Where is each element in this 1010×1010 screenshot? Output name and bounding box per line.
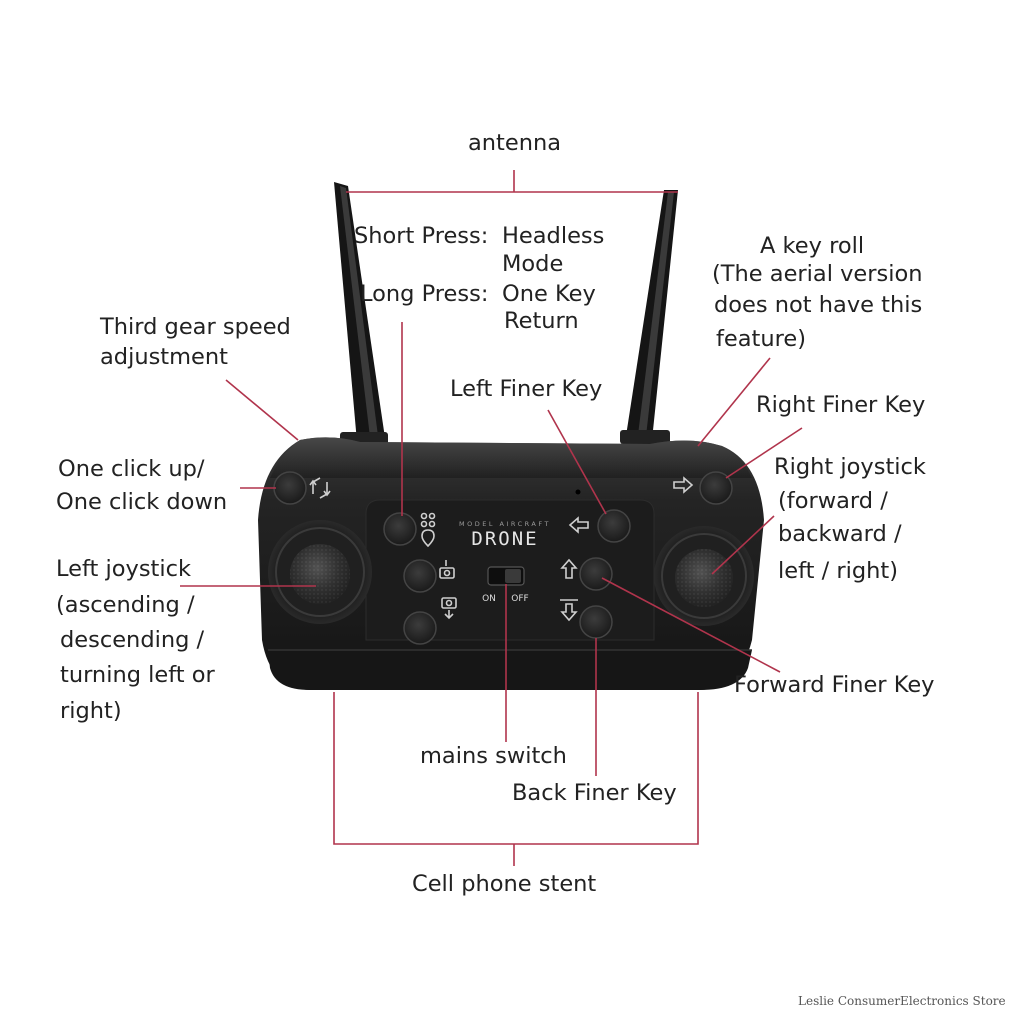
one-click-label-1: One click up/ [58, 456, 205, 482]
home-pin-icon [421, 529, 435, 548]
long-press-action-2: Return [504, 308, 579, 334]
antenna-leader [346, 170, 678, 193]
key-roll-leader [697, 357, 771, 447]
long-press-prefix: Long Press: [360, 281, 489, 307]
key-roll-button[interactable] [699, 471, 733, 505]
left-joystick-label-1: Left joystick [56, 556, 192, 582]
drone-icon [420, 512, 436, 528]
third-gear-label-1: Third gear speed [100, 314, 291, 340]
third-gear-label-2: adjustment [100, 344, 228, 370]
up-arrow-icon [560, 558, 578, 579]
store-watermark: Leslie ConsumerElectronics Store [798, 994, 1006, 1008]
third-gear-leader [225, 379, 299, 441]
forward-arrow-icon [673, 476, 694, 494]
forward-finer-key-label: Forward Finer Key [734, 672, 935, 698]
key-roll-label-3: does not have this [714, 292, 923, 318]
left-finer-key-button[interactable] [597, 509, 631, 543]
short-press-prefix: Short Press: [354, 223, 489, 249]
camera-down-icon [441, 597, 457, 620]
left-joystick[interactable] [268, 520, 372, 624]
brand-logo: DRONE [471, 528, 538, 550]
left-finer-key-label: Left Finer Key [450, 376, 603, 402]
right-joystick-label-3: backward / [778, 521, 902, 547]
down-arrow-icon [560, 599, 578, 622]
forward-finer-key-leader [601, 577, 781, 673]
key-roll-label-2: (The aerial version [712, 261, 923, 287]
key-roll-label-4: feature) [716, 326, 807, 352]
right-joystick-label-4: left / right) [778, 558, 898, 584]
cell-phone-stent-leader [333, 692, 699, 866]
left-arrow-icon [568, 516, 589, 534]
left-joystick-label-2: (ascending / [56, 592, 195, 618]
headless-return-button[interactable] [383, 512, 417, 546]
controller-body [258, 437, 764, 690]
left-joystick-label-3: descending / [60, 627, 205, 653]
long-press-action-1: One Key [502, 281, 596, 307]
switch-off-label: OFF [511, 594, 528, 604]
right-finer-key-label: Right Finer Key [756, 392, 926, 418]
mains-switch-label: mains switch [420, 743, 567, 769]
back-finer-key-label: Back Finer Key [512, 780, 677, 806]
third-gear-speed-button[interactable] [403, 559, 437, 593]
right-joystick-label-2: (forward / [778, 488, 888, 514]
switch-on-label: ON [482, 594, 496, 604]
right-joystick[interactable] [654, 526, 754, 626]
one-click-label-2: One click down [56, 489, 228, 515]
short-press-action-2: Mode [502, 251, 564, 277]
antenna-label: antenna [468, 130, 562, 156]
brand-subtitle: MODEL AIRCRAFT [459, 520, 551, 528]
right-finer-key-leader [725, 427, 803, 479]
short-press-action-1: Headless [502, 223, 605, 249]
key-roll-label-1: A key roll [760, 233, 865, 259]
left-finer-key-leader [547, 409, 607, 515]
forward-finer-key-button[interactable] [579, 557, 613, 591]
right-joystick-label-1: Right joystick [774, 454, 926, 480]
camera-up-icon [439, 560, 455, 579]
photo-button[interactable] [403, 611, 437, 645]
left-joystick-label-5: right) [60, 698, 122, 724]
cell-phone-stent-label: Cell phone stent [412, 871, 597, 897]
rotate-arrows-icon [309, 477, 331, 499]
left-joystick-label-4: turning left or [60, 662, 215, 688]
antenna-right [620, 190, 678, 444]
right-joystick-leader [711, 515, 775, 575]
